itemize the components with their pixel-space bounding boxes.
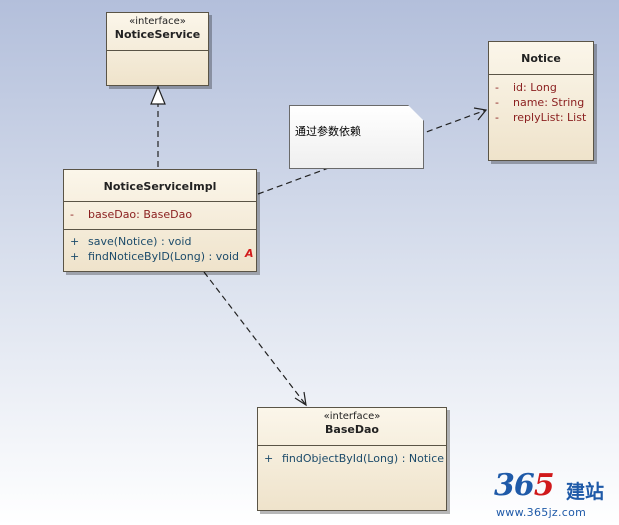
note-text: 通过参数依赖 [295,125,361,138]
attribute-row: - replyList: List [493,110,589,125]
visibility-marker: + [264,452,274,465]
dependency-arrowhead-basedao [294,391,307,407]
operation-row: + findObjectById(Long) : Notice [262,451,445,466]
notice-service-name: NoticeService [114,28,201,41]
attribute-row: - baseDao: BaseDao [68,207,252,222]
notice-service-class[interactable]: «interface» NoticeService [106,12,209,86]
visibility-marker: + [70,250,80,263]
attribute-text: baseDao: BaseDao [88,208,193,221]
watermark-digits: 365 [494,468,555,503]
base-dao-class[interactable]: «interface» BaseDao + findObjectById(Long… [257,407,447,511]
notice-service-impl-attributes: - baseDao: BaseDao [64,202,256,230]
watermark-url: www.365jz.com [496,506,587,519]
watermark-digits-b: 5 [533,468,555,503]
site-watermark-logo: 365 建站 www.365jz.com [494,468,614,520]
attribute-text: id: Long [513,81,557,94]
watermark-digits-a: 36 [494,468,535,503]
operation-text: findNoticeByID(Long) : void [88,250,239,263]
base-dao-operations: + findObjectById(Long) : Notice [258,446,446,469]
notice-service-impl-operations: + save(Notice) : void + findNoticeByID(Lon… [64,230,256,267]
notice-class[interactable]: Notice - id: Long - name: String - replyLis… [488,41,594,161]
watermark-cn: 建站 [566,481,605,503]
dependency-arrowhead-notice [473,107,488,121]
notice-service-stereotype: «interface» [129,16,186,27]
operation-row: + save(Notice) : void [68,234,252,249]
notice-name: Notice [521,52,561,65]
operation-text: findObjectById(Long) : Notice [282,452,445,465]
base-dao-header: «interface» BaseDao [258,408,446,446]
visibility-marker: - [70,208,74,221]
base-dao-stereotype: «interface» [323,411,381,422]
visibility-marker: - [495,81,499,94]
dependency-note[interactable]: 通过参数依赖 [289,105,424,169]
attribute-text: replyList: List [513,111,587,124]
visibility-marker: - [495,96,499,109]
attribute-row: - id: Long [493,80,589,95]
abstract-marker: A [245,247,254,260]
realization-arrowhead [150,85,166,105]
notice-attributes: - id: Long - name: String - replyList: List [489,75,593,128]
attribute-text: name: String [513,96,585,109]
operation-text: save(Notice) : void [88,235,192,248]
operation-row: + findNoticeByID(Long) : void [68,249,252,264]
notice-header: Notice [489,42,593,75]
base-dao-name: BaseDao [325,423,379,436]
notice-service-header: «interface» NoticeService [107,13,208,51]
visibility-marker: - [495,111,499,124]
dependency-line-basedao [203,271,307,406]
visibility-marker: + [70,235,80,248]
attribute-row: - name: String [493,95,589,110]
notice-service-impl-name: NoticeServiceImpl [103,180,217,193]
notice-service-impl-header: NoticeServiceImpl [64,170,256,202]
notice-service-impl-class[interactable]: NoticeServiceImpl - baseDao: BaseDao + sav… [63,169,257,272]
